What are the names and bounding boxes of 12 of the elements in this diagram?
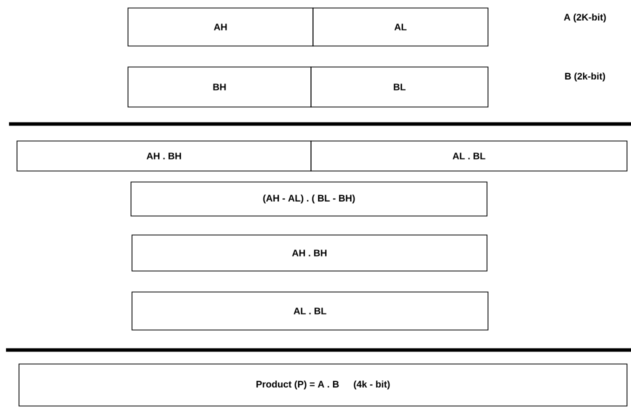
product-box: Product (P) = A . B (4k - bit) [18, 364, 628, 406]
word-box: AL [312, 8, 488, 46]
word-box: BH [128, 66, 312, 108]
width-label: A (2K-bit) [564, 14, 606, 22]
word-box: AH . BH [132, 234, 488, 272]
word-box: (AH - AL) . ( BL - BH) [130, 182, 488, 216]
word-box: BL [310, 66, 488, 108]
word-box: AH [128, 8, 314, 46]
width-label: B (2k-bit) [565, 72, 606, 82]
word-box: AH . BH [16, 140, 312, 172]
word-box: AL . BL [310, 140, 628, 172]
word-box: AL . BL [132, 292, 488, 330]
